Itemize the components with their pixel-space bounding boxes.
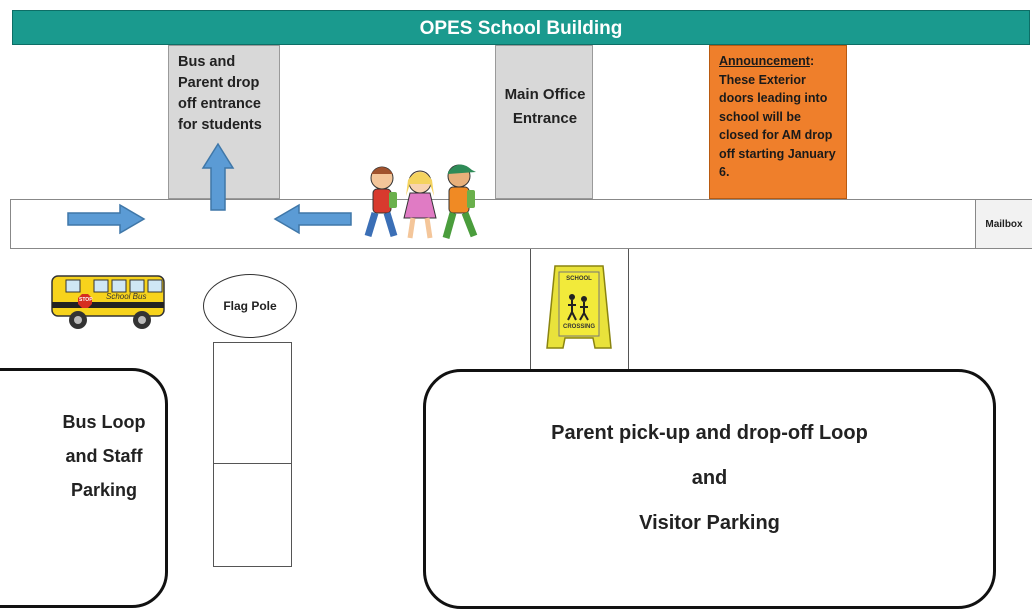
school-building-banner: OPES School Building xyxy=(12,10,1030,45)
crossing-sign-bottom: CROSSING xyxy=(562,324,595,330)
parent-loop-visitor-parking: Parent pick-up and drop-off Loop and Vis… xyxy=(423,369,996,609)
main-office-entrance-label: Main Office Entrance xyxy=(504,86,586,127)
grass-plot-top xyxy=(213,342,292,464)
right-arrow-icon xyxy=(67,203,146,235)
stop-sign-label: STOP xyxy=(79,297,93,303)
flag-pole: Flag Pole xyxy=(203,274,297,338)
bus-loop-label: Bus Loop and Staff Parking xyxy=(62,412,146,500)
bus-loop-staff-parking: Bus Loop and Staff Parking xyxy=(0,368,168,608)
mailbox: Mailbox xyxy=(975,200,1032,248)
crossing-sign-top: SCHOOL xyxy=(566,276,592,282)
bus-parent-entrance-label: Bus and Parent drop off entrance for stu… xyxy=(178,54,262,133)
school-crossing-sign: SCHOOL CROSSING xyxy=(545,262,613,354)
main-office-entrance: Main Office Entrance xyxy=(495,45,593,199)
parent-loop-line1: Parent pick-up and drop-off Loop xyxy=(551,422,868,444)
students-walking-icon xyxy=(364,164,478,239)
sidewalk xyxy=(10,199,1032,249)
announcement-body: These Exterior doors leading into school… xyxy=(719,72,836,180)
left-arrow-icon xyxy=(273,203,352,235)
parent-loop-line3: Visitor Parking xyxy=(639,512,780,534)
school-bus-label: School Bus xyxy=(106,292,147,301)
grass-plot-bottom xyxy=(213,463,292,567)
up-arrow-icon xyxy=(201,142,235,211)
announcement-box: Announcement: These Exterior doors leadi… xyxy=(709,45,847,199)
school-bus-icon: School Bus STOP xyxy=(48,270,170,332)
announcement-heading: Announcement: xyxy=(719,54,815,68)
parent-loop-line2: and xyxy=(691,467,728,489)
